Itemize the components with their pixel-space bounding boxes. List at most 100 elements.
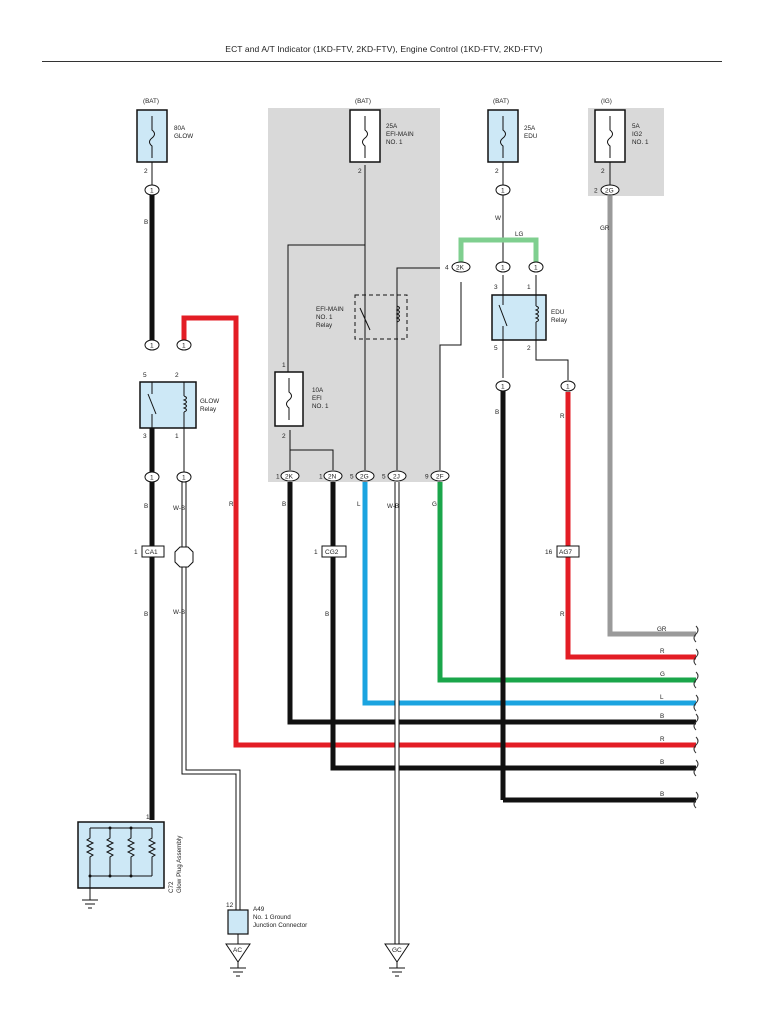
wire-int-coil-2j — [396, 267, 440, 470]
conn-ag7-pin: 16 — [545, 549, 553, 556]
label-glow-b1: B — [144, 219, 148, 226]
source-bat-efi: (BAT) — [355, 98, 371, 105]
conn-2j: 2J — [393, 474, 400, 481]
conn-cg2-box — [321, 545, 347, 558]
ground-ac-label: AC — [233, 947, 242, 954]
glow-plug-name: Glow Plug Assembly — [176, 835, 183, 893]
fuse-ig2 — [594, 109, 626, 185]
conn-c9: 1 — [501, 384, 505, 391]
fuse-glow-pin: 2 — [144, 168, 148, 175]
fuse-efi-main — [349, 109, 381, 163]
wire-j-l — [362, 482, 696, 706]
ground-gc-label: GC — [392, 947, 402, 954]
fuse-efi-line2: NO. 1 — [312, 403, 329, 410]
relay-glow — [139, 381, 197, 429]
wire-edu-relay-pin2 — [535, 345, 569, 380]
fuse-ig2-name: IG2 — [632, 131, 643, 138]
wire-glow-wb-outline — [181, 482, 241, 910]
wire-j-b1 — [287, 482, 696, 725]
fuse-efi-pin-top: 1 — [282, 362, 286, 369]
conn-c2: 1 — [150, 343, 154, 350]
wire-j-g — [437, 482, 696, 683]
conn-c8: 1 — [534, 265, 538, 272]
conn-ag7: AG7 — [559, 549, 572, 556]
conn-2k-top-pin: 4 — [445, 265, 449, 272]
glow-plug-code: C72 — [168, 881, 175, 893]
conn-2n-pin: 1 — [319, 474, 323, 481]
conn-2k-top: 2K — [456, 265, 465, 272]
label-edu-lg: LG — [515, 231, 524, 238]
fuse-ig2-line2: NO. 1 — [632, 139, 649, 146]
label-j-b2: B — [325, 611, 329, 618]
relay-efi-main-line3: Relay — [316, 322, 333, 329]
wire-int-2k-2f — [439, 282, 462, 470]
bus-label-b2: B — [660, 759, 664, 766]
conn-2f-pin: 9 — [425, 474, 429, 481]
fuse-edu — [487, 109, 519, 185]
relay-efi-main-line2: NO. 1 — [316, 314, 333, 321]
relay-glow-pin1: 1 — [175, 433, 179, 440]
fuse-edu-pin: 2 — [495, 168, 499, 175]
glow-plug-assembly — [77, 821, 165, 909]
conn-2j-pin: 5 — [382, 474, 386, 481]
source-bat-glow: (BAT) — [143, 98, 159, 105]
relay-edu-line2: Relay — [551, 317, 568, 324]
wire-glow-r — [181, 315, 696, 748]
conn-c10: 1 — [566, 384, 570, 391]
a49-box — [227, 909, 249, 935]
wire-ig-gr — [607, 196, 696, 637]
label-j-wb: W-B — [387, 503, 399, 510]
fuse-efi-rating: 10A — [312, 387, 324, 394]
relay-efi-main — [354, 294, 408, 340]
conn-ag7-box — [556, 545, 580, 558]
conn-cg2-pin: 1 — [314, 549, 318, 556]
source-bat-edu: (BAT) — [493, 98, 509, 105]
relay-edu — [491, 275, 547, 345]
label-glow-wb1: W-B — [173, 505, 185, 512]
label-j-l: L — [357, 501, 361, 508]
conn-c4: 1 — [150, 475, 154, 482]
wire-j-b2 — [330, 482, 696, 771]
fuse-ig2-rating: 5A — [632, 123, 641, 130]
fuse-glow — [136, 109, 168, 185]
label-glow-b3: B — [144, 611, 148, 618]
label-glow-wb2: W-B — [173, 609, 185, 616]
bus-label-gr: GR — [657, 626, 667, 633]
label-j-g: G — [432, 501, 437, 508]
bus-break-marks — [693, 625, 699, 809]
conn-2n: 2N — [328, 474, 337, 481]
fuse-efi-main-rating: 25A — [386, 123, 398, 130]
a49-pin: 12 — [226, 902, 234, 909]
a49-code: A49 — [253, 906, 265, 913]
label-edu-w: W — [495, 215, 501, 222]
label-glow-r: R — [229, 501, 234, 508]
conn-c3: 1 — [182, 343, 186, 350]
fuse-efi-main-line2: NO. 1 — [386, 139, 403, 146]
glow-plug-pin: 1 — [146, 814, 150, 821]
bus-label-b3: B — [660, 791, 664, 798]
label-ig-gr: GR — [600, 225, 610, 232]
conn-c6: 1 — [501, 188, 505, 195]
bus-label-r1: R — [660, 648, 665, 655]
conn-2k-pin: 1 — [276, 474, 280, 481]
label-edu-r1: R — [560, 413, 565, 420]
conn-c1: 1 — [150, 188, 154, 195]
conn-cg2: CG2 — [325, 549, 339, 556]
label-j-b1: B — [282, 501, 286, 508]
wire-edu-lg — [458, 237, 539, 262]
label-glow-b2: B — [144, 503, 148, 510]
relay-efi-main-name: EFI-MAIN — [316, 306, 344, 313]
bus-label-b1: B — [660, 713, 664, 720]
relay-edu-pin2: 2 — [527, 345, 531, 352]
wire-int-efi-split — [289, 430, 334, 470]
fuse-efi-pin-bottom: 2 — [282, 433, 286, 440]
oval-connectors — [144, 184, 620, 483]
relay-glow-pin5: 5 — [143, 372, 147, 379]
relay-edu-name: EDU — [551, 309, 565, 316]
relay-edu-pin5: 5 — [494, 345, 498, 352]
relay-glow-pin2: 2 — [175, 372, 179, 379]
splice-octagon — [174, 546, 194, 568]
label-edu-b: B — [495, 409, 499, 416]
bus-label-l: L — [660, 694, 664, 701]
